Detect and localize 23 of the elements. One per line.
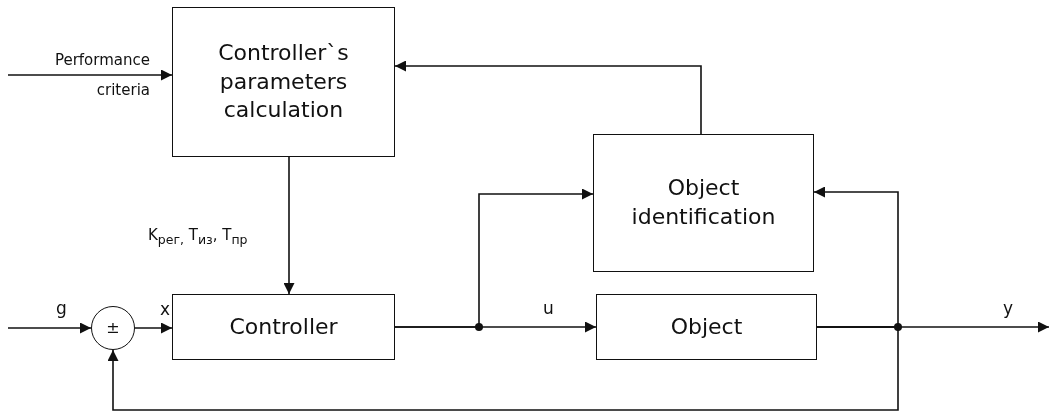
arrow <box>394 60 702 135</box>
arrow <box>107 326 899 411</box>
node-label: ± <box>106 317 120 339</box>
node-label: Object <box>670 312 743 341</box>
arrow <box>283 156 295 295</box>
process-box <box>596 294 817 360</box>
edge-label: x <box>160 299 171 320</box>
edge-label: g <box>56 298 67 319</box>
node-label: Controller <box>229 312 338 341</box>
edge-label: u <box>543 298 554 319</box>
process-box <box>172 7 395 157</box>
process-box <box>593 134 814 272</box>
process-box <box>172 294 395 360</box>
edge-label: y <box>1003 298 1014 319</box>
arrow <box>7 322 92 334</box>
edge-label: Performance criteria <box>53 50 150 101</box>
arrow <box>134 322 173 334</box>
node-label: Controller`s parameters calculation <box>217 39 350 125</box>
arrow <box>394 188 594 328</box>
edge-label: K$_{рег,}$ T$_{из}$, T$_{пр}$ <box>148 226 248 247</box>
summing-junction <box>91 306 135 350</box>
arrow <box>7 69 173 81</box>
node-label: Object identification <box>630 174 777 231</box>
